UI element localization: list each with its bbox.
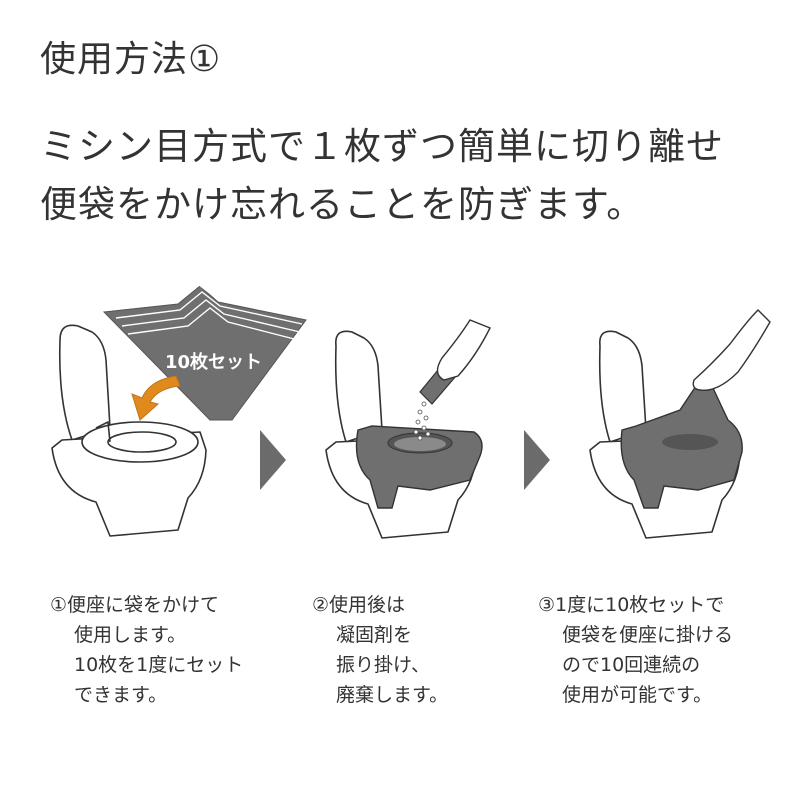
bag-pack-label: 10枚セット: [165, 351, 262, 373]
step-1-line-3: 10枚を1度にセット: [74, 654, 244, 676]
hand-icon: [692, 309, 771, 391]
step-3-line-4: 使用が可能です。: [562, 684, 713, 706]
chevron-right-icon: [524, 430, 550, 490]
step-1-line-1: ①便座に袋をかけて: [50, 594, 220, 616]
lead-line-2: 便袋をかけ忘れることを防ぎます。: [40, 183, 645, 226]
step-2-caption: ②使用後は 凝固剤を 振り掛け、 廃棄します。: [312, 590, 448, 710]
step-2-line-1: ②使用後は: [312, 594, 406, 616]
bag-on-seat: [355, 425, 483, 509]
lead-line-1: ミシン目方式で１枚ずつ簡単に切り離せ: [40, 125, 724, 168]
step-1-line-2: 使用します。: [74, 624, 187, 646]
toilet-step-1: [51, 324, 207, 537]
step-2-line-4: 廃棄します。: [336, 684, 449, 706]
step-3-line-3: ので10回連続の: [562, 654, 701, 676]
step-1-line-4: できます。: [74, 684, 168, 706]
chevron-right-icon: [260, 430, 286, 490]
step-2-line-2: 凝固剤を: [336, 624, 413, 646]
step-1-caption: ①便座に袋をかけて 使用します。 10枚を1度にセット できます。: [50, 590, 243, 710]
bag-being-lifted: [620, 379, 743, 509]
step-2-line-3: 振り掛け、: [336, 654, 431, 676]
usage-illustration: 10枚セット: [51, 283, 771, 539]
step-3-line-1: ③1度に10枚セットで: [538, 594, 725, 616]
page-title: 使用方法①: [40, 39, 222, 80]
curved-arrow-icon: [131, 375, 181, 421]
lead-text: ミシン目方式で１枚ずつ簡単に切り離せ 便袋をかけ忘れることを防ぎます。: [40, 118, 780, 234]
hand-with-coagulant-icon: [413, 319, 491, 441]
bag-pack-icon: 10枚セット: [102, 283, 307, 421]
step-3-caption: ③1度に10枚セットで 便袋を便座に掛ける ので10回連続の 使用が可能です。: [538, 590, 733, 710]
step-3-line-2: 便袋を便座に掛ける: [562, 624, 734, 646]
